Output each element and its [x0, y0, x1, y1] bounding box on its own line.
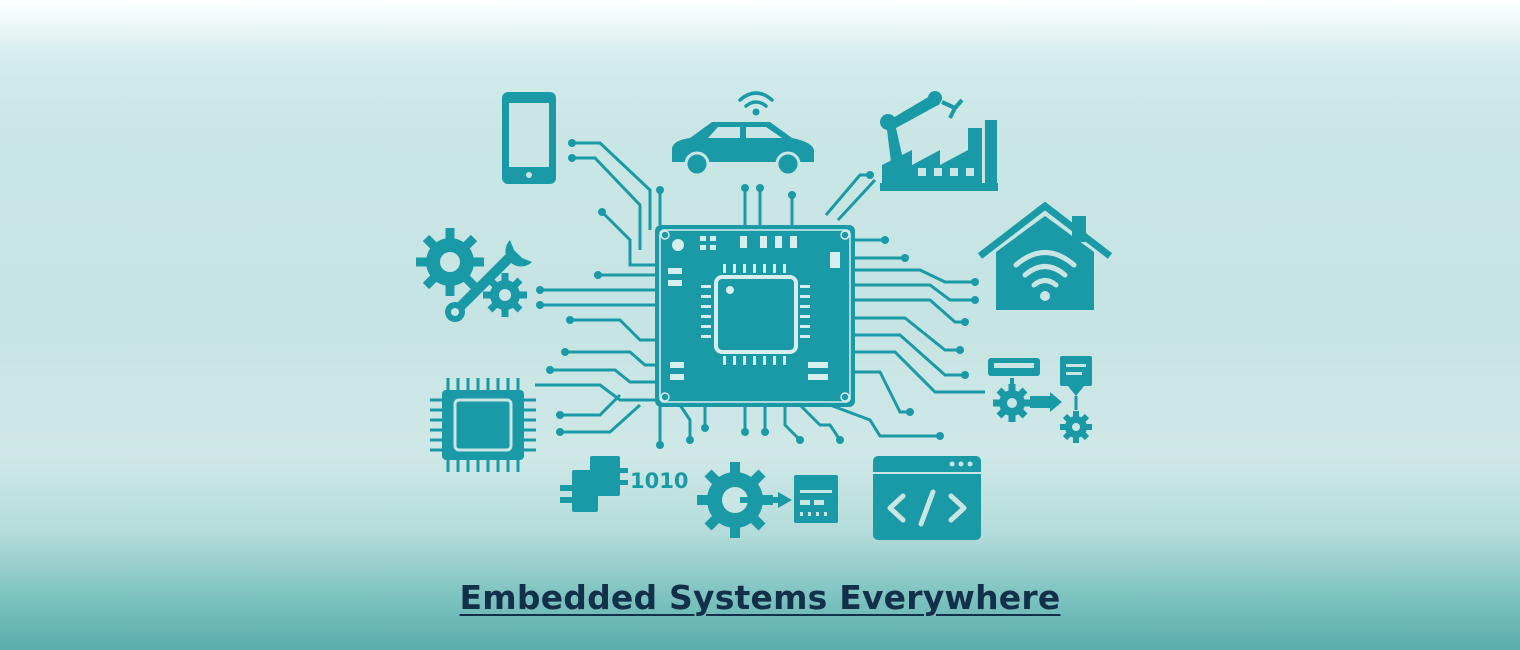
- connected-car-icon: [672, 91, 814, 177]
- page-title: Embedded Systems Everywhere: [459, 578, 1061, 617]
- code-window-icon: [873, 456, 981, 540]
- process-automation-icon: [697, 462, 838, 538]
- gear-output-icon: [988, 356, 1092, 443]
- smart-home-wifi-icon: [977, 201, 1113, 310]
- smartphone-icon: [502, 92, 556, 184]
- robot-arm-factory-icon: [880, 91, 998, 191]
- microchip-icon: [430, 378, 536, 472]
- binary-data-flow-icon: 1010: [560, 456, 688, 512]
- trace-pads: [536, 139, 979, 449]
- circuit-board-icon: [655, 225, 855, 407]
- gear-wrench-icon: [416, 228, 532, 322]
- binary-label: 1010: [630, 469, 688, 493]
- circuit-traces: [535, 141, 985, 445]
